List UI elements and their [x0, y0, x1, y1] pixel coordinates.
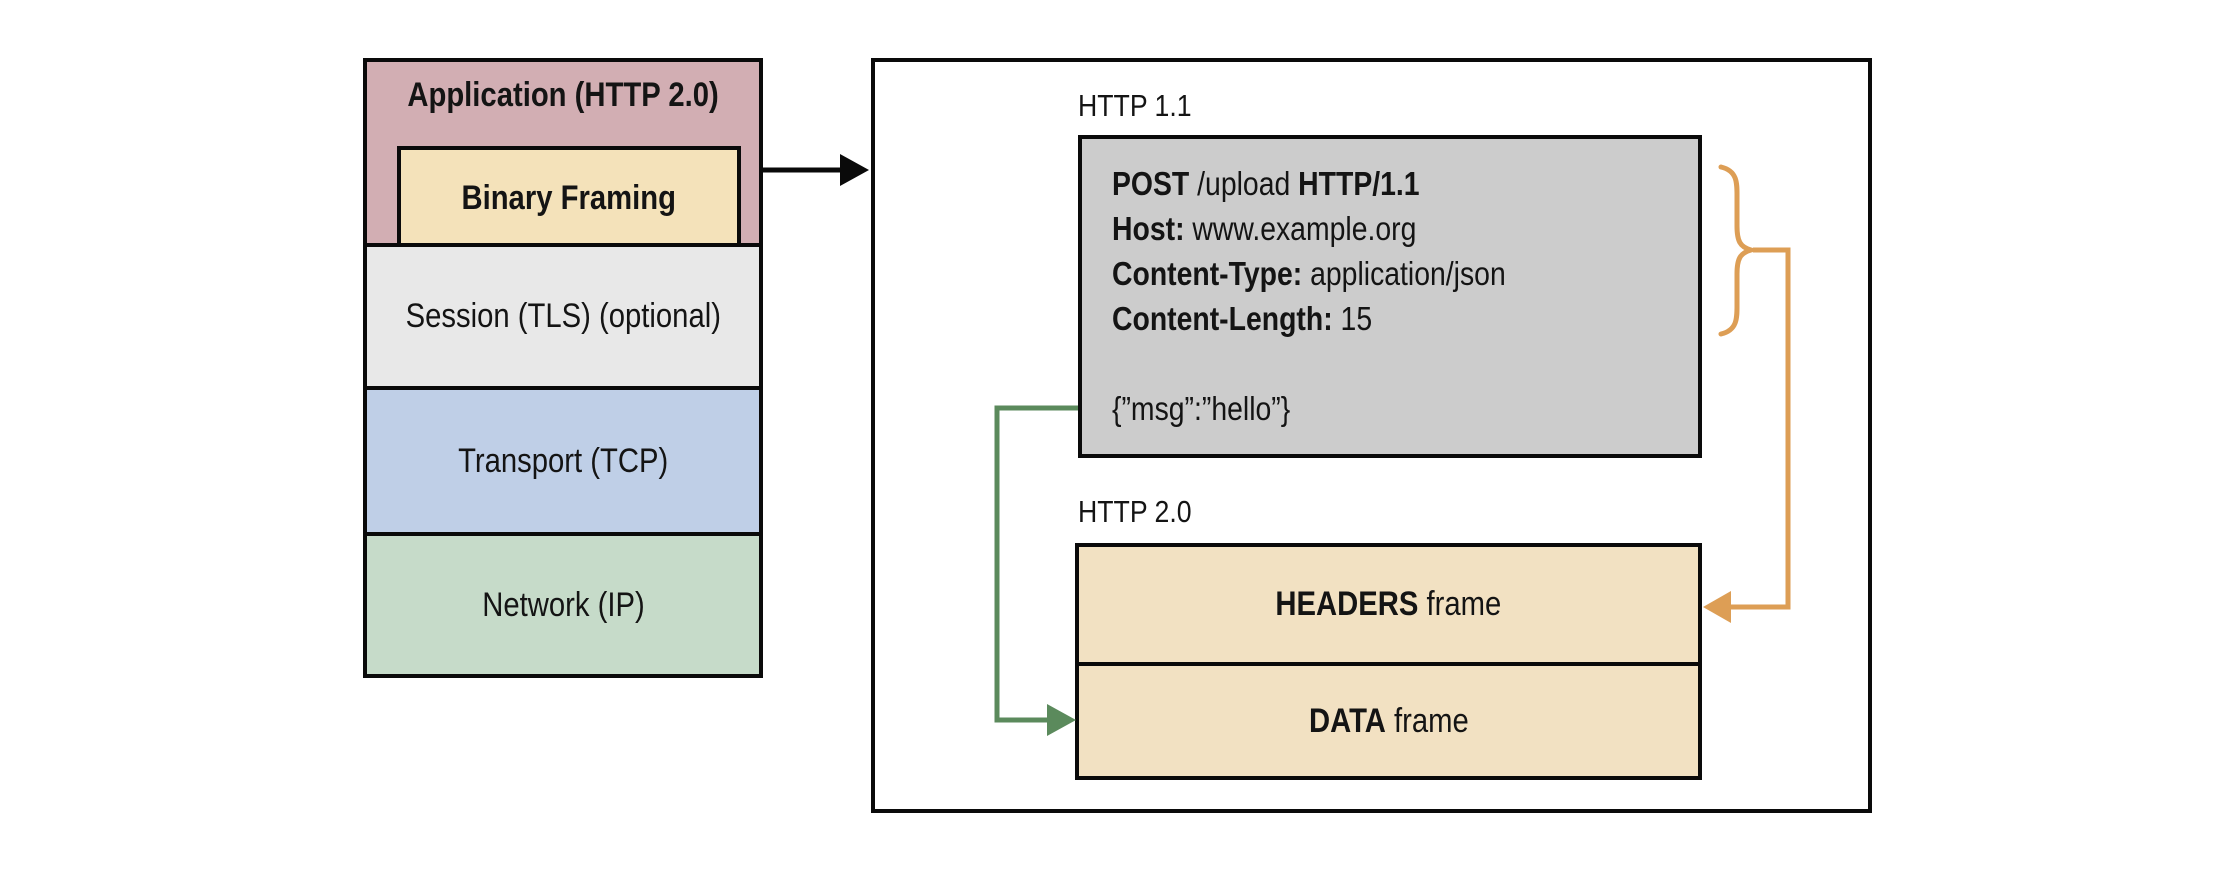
request-line-content-type: Content-Type: application/json [1112, 255, 1506, 292]
application-label: Application (HTTP 2.0) [407, 76, 719, 114]
layer-network: Network (IP) [367, 532, 759, 674]
headers-frame: HEADERS frame [1275, 585, 1502, 623]
http20-frames-box: HEADERS frame DATA frame [1075, 543, 1702, 780]
stack-to-panel-arrowhead-icon [840, 154, 869, 186]
http11-request-box: POST /upload HTTP/1.1 Host: www.example.… [1078, 135, 1702, 458]
binary-framing-label: Binary Framing [461, 179, 677, 217]
layer-transport: Transport (TCP) [367, 386, 759, 532]
request-body-line: {”msg”:”hello”} [1112, 390, 1291, 427]
transport-label: Transport (TCP) [457, 441, 669, 480]
request-line-host: Host: www.example.org [1112, 210, 1417, 247]
binary-framing-box: Binary Framing [397, 146, 741, 251]
layer-application: Application (HTTP 2.0) Binary Framing [367, 62, 759, 251]
session-label: Session (TLS) (optional) [405, 297, 721, 335]
request-line-method: POST /upload HTTP/1.1 [1112, 165, 1420, 202]
data-frame: DATA frame [1079, 662, 1698, 776]
protocol-stack: Application (HTTP 2.0) Binary Framing Se… [363, 58, 763, 678]
http20-title: HTTP 2.0 [1078, 494, 1192, 529]
layer-session: Session (TLS) (optional) [367, 243, 759, 386]
request-blank-line [1112, 341, 1688, 386]
network-label: Network (IP) [481, 585, 645, 624]
request-line-content-length: Content-Length: 15 [1112, 300, 1373, 337]
http11-title: HTTP 1.1 [1078, 88, 1192, 123]
